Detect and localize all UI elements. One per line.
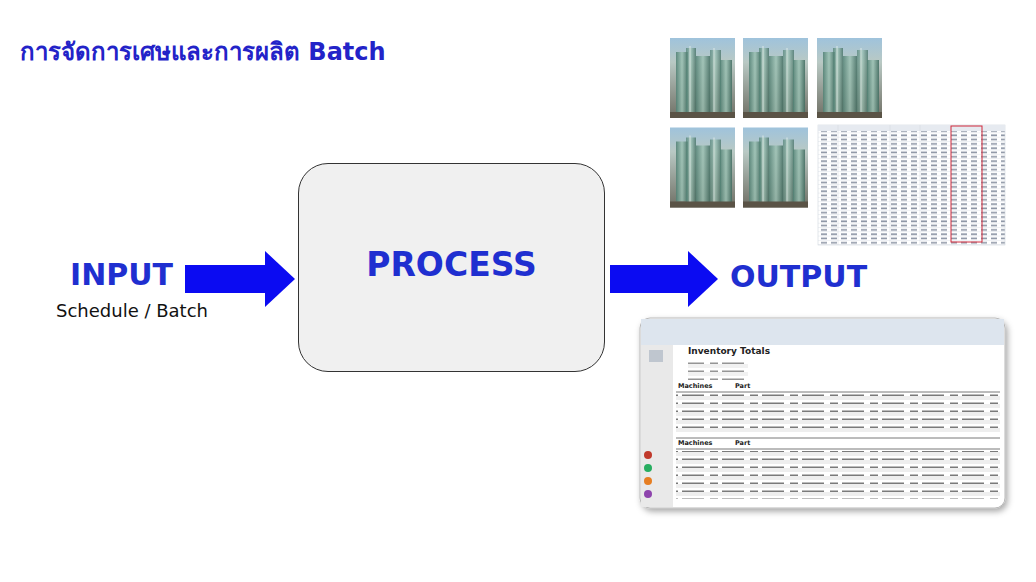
- glass-photo: [670, 128, 735, 208]
- diagram-title: การจัดการเศษและการผลิต Batch: [20, 32, 386, 71]
- report-params: [688, 360, 748, 380]
- node-heading: INPUT: [56, 258, 173, 291]
- node-heading: PROCESS: [366, 247, 536, 283]
- spreadsheet-gridline: [838, 125, 839, 245]
- table-rule: [676, 449, 1000, 450]
- spreadsheet-gridline: [890, 125, 891, 245]
- sidebar-icon: [644, 490, 652, 498]
- table-rule: [676, 438, 1000, 439]
- node-subtext: Schedule / Batch: [56, 301, 208, 321]
- highlight-frame: [951, 126, 982, 242]
- glass-photo: [743, 128, 808, 208]
- node-heading: OUTPUT: [722, 260, 867, 293]
- screenshot-frame: [640, 318, 1005, 508]
- process-box: PROCESS: [298, 163, 605, 372]
- column-header: Machines: [678, 383, 712, 390]
- column-header: Part: [735, 440, 750, 447]
- table-rows: [676, 451, 1000, 499]
- flow-arrow: [185, 265, 265, 293]
- output-node: OUTPUT: [722, 256, 862, 296]
- sidebar-icon: [649, 350, 663, 362]
- table-rule: [676, 392, 1000, 393]
- screenshot-toolbar: [641, 319, 1004, 345]
- sidebar-icon: [644, 464, 652, 472]
- spreadsheet-body: [818, 125, 1005, 245]
- column-header: Part: [735, 383, 750, 390]
- flow-arrow: [610, 265, 688, 293]
- glass-photo: [743, 38, 808, 118]
- glass-photo: [670, 38, 735, 118]
- column-header: Machines: [678, 440, 712, 447]
- sidebar-icon: [644, 451, 652, 459]
- table-rows: [676, 394, 1000, 434]
- spreadsheet-gridline: [920, 125, 921, 245]
- input-node: INPUTSchedule / Batch: [56, 258, 182, 330]
- spreadsheet-image: [818, 125, 1005, 245]
- report-heading: Inventory Totals: [688, 347, 770, 356]
- sidebar-icon: [644, 477, 652, 485]
- screenshot-sidebar: [641, 345, 673, 507]
- software-screenshot: [640, 318, 1005, 508]
- glass-photo: [817, 38, 882, 118]
